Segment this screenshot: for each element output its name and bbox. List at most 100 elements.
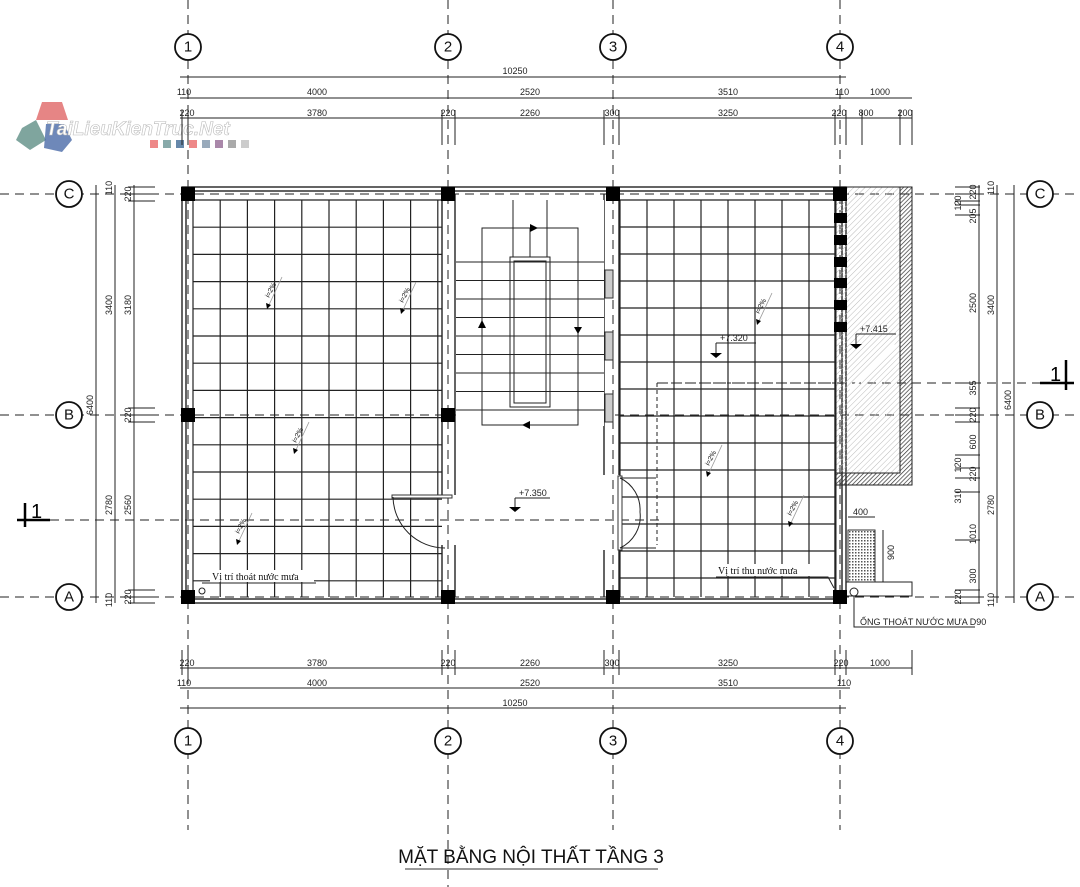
dim-label: 110 xyxy=(835,87,849,97)
slope-arrow-icon xyxy=(400,308,405,314)
slope-arrow-icon xyxy=(756,319,761,325)
slope-mark: i=2% xyxy=(705,444,723,477)
dim-label: 3250 xyxy=(718,108,738,118)
dim-label: 220 xyxy=(953,589,963,604)
dim-label: 220 xyxy=(123,407,133,422)
elevation-hall: +7.350 xyxy=(509,488,550,512)
dim-label: 110 xyxy=(104,181,114,195)
section-marker-left: 1 xyxy=(17,501,50,527)
doors xyxy=(391,475,656,551)
axis-bubble-4: 4 xyxy=(826,33,854,61)
axis-bubble-b: B xyxy=(55,401,83,429)
axis-label: 4 xyxy=(836,733,844,750)
staircase xyxy=(456,200,614,429)
axis-label: 2 xyxy=(444,733,452,750)
slope-arrow-icon xyxy=(236,539,241,545)
section-marker-right: 1 xyxy=(1040,360,1074,390)
axis-bubble-a: A xyxy=(1026,583,1054,611)
column xyxy=(606,590,620,604)
dim-label: 220 xyxy=(440,658,455,668)
dim-label: 200 xyxy=(897,108,912,118)
axis-label: 1 xyxy=(184,733,192,750)
column xyxy=(833,187,847,201)
slope-arrow-icon xyxy=(788,521,793,527)
dim-label: 220 xyxy=(831,108,846,118)
dim-label: 110 xyxy=(837,678,851,688)
right-dimensions: 220 120 205 2500 355 220 600 120 220 310… xyxy=(953,181,1013,607)
dim-label: 300 xyxy=(604,658,619,668)
floor-tile-grid xyxy=(192,199,835,597)
section-label: 1 xyxy=(31,501,42,523)
drain-box xyxy=(847,529,876,583)
column xyxy=(833,590,847,604)
dim-label: 900 xyxy=(886,545,896,560)
axis-label: 4 xyxy=(836,39,844,56)
dim-label: 355 xyxy=(968,380,978,395)
notes: Vị trí thoát nước mưa Vị trí thu nước mư… xyxy=(202,507,986,628)
dim-label: 1000 xyxy=(870,87,890,97)
watermark-text: TaiLieuKienTruc.Net xyxy=(46,119,230,140)
axis-bubble-4: 4 xyxy=(826,727,854,755)
dim-label: 220 xyxy=(968,466,978,481)
dim-label: 120 xyxy=(953,195,963,210)
column xyxy=(181,408,195,422)
dim-label: 220 xyxy=(968,407,978,422)
structural-columns xyxy=(181,187,847,604)
axis-label: B xyxy=(1035,407,1045,424)
axis-label: A xyxy=(64,589,74,606)
dim-label: 110 xyxy=(986,181,996,195)
axis-label: 1 xyxy=(184,39,192,56)
bottom-dimensions: 220 3780 220 2260 300 3250 220 1000 110 … xyxy=(177,658,890,708)
dim-label: 310 xyxy=(953,488,963,503)
note-drain-right: Vị trí thu nước mưa xyxy=(718,566,798,577)
dim-label: 1000 xyxy=(870,658,890,668)
note-pipe: ỐNG THOÁT NƯỚC MƯA D90 xyxy=(860,616,986,627)
dim-label: 2260 xyxy=(520,658,540,668)
column xyxy=(181,187,195,201)
elevation-right-room: +7.320 xyxy=(710,333,756,358)
balcony-post xyxy=(834,278,847,288)
dim-label: 110 xyxy=(104,593,114,607)
dim-label: 10250 xyxy=(502,66,527,76)
slope-mark: i=2% xyxy=(292,421,310,454)
axis-label: C xyxy=(1035,186,1046,203)
axis-bubble-2: 2 xyxy=(434,33,462,61)
balcony-post xyxy=(834,235,847,245)
dim-label: 3510 xyxy=(718,678,738,688)
dim-label: 2560 xyxy=(123,495,133,515)
dim-label: 110 xyxy=(177,87,191,97)
dim-label: 2520 xyxy=(520,678,540,688)
dim-label: 205 xyxy=(968,208,978,223)
dim-label: 3400 xyxy=(986,295,996,315)
column xyxy=(606,187,620,201)
dim-label: 600 xyxy=(968,434,978,449)
dim-label: 400 xyxy=(853,507,868,517)
stair-arrow-icon xyxy=(530,224,538,232)
dim-label: 6400 xyxy=(1003,390,1013,410)
axis-label: C xyxy=(64,186,75,203)
dim-label: 3780 xyxy=(307,658,327,668)
column xyxy=(441,408,455,422)
dim-label: 220 xyxy=(968,184,978,199)
title-text: MẶT BẰNG NỘI THẤT TẦNG 3 xyxy=(398,846,664,868)
slope-arrow-icon xyxy=(266,303,271,309)
elevation-label: +7.320 xyxy=(720,333,748,343)
column xyxy=(441,187,455,201)
dim-label: 4000 xyxy=(307,87,327,97)
left-dimensions: 6400 3400 3180 2780 2560 110 220 220 110… xyxy=(85,181,133,607)
dim-label: 2520 xyxy=(520,87,540,97)
dim-label: 3250 xyxy=(718,658,738,668)
stair-arrow-icon xyxy=(574,327,582,334)
slope-arrow-icon xyxy=(706,471,711,477)
dim-label: 4000 xyxy=(307,678,327,688)
dimension-lines xyxy=(95,76,1015,709)
dim-label: 2500 xyxy=(968,293,978,313)
balcony-post xyxy=(834,213,847,223)
balcony-post xyxy=(834,300,847,310)
axis-bubble-a: A xyxy=(55,583,83,611)
stair-arrow-icon xyxy=(478,320,486,328)
column xyxy=(441,590,455,604)
axis-bubble-c: C xyxy=(1026,180,1054,208)
axis-label: 3 xyxy=(609,733,617,750)
dim-label: 220 xyxy=(123,186,133,201)
